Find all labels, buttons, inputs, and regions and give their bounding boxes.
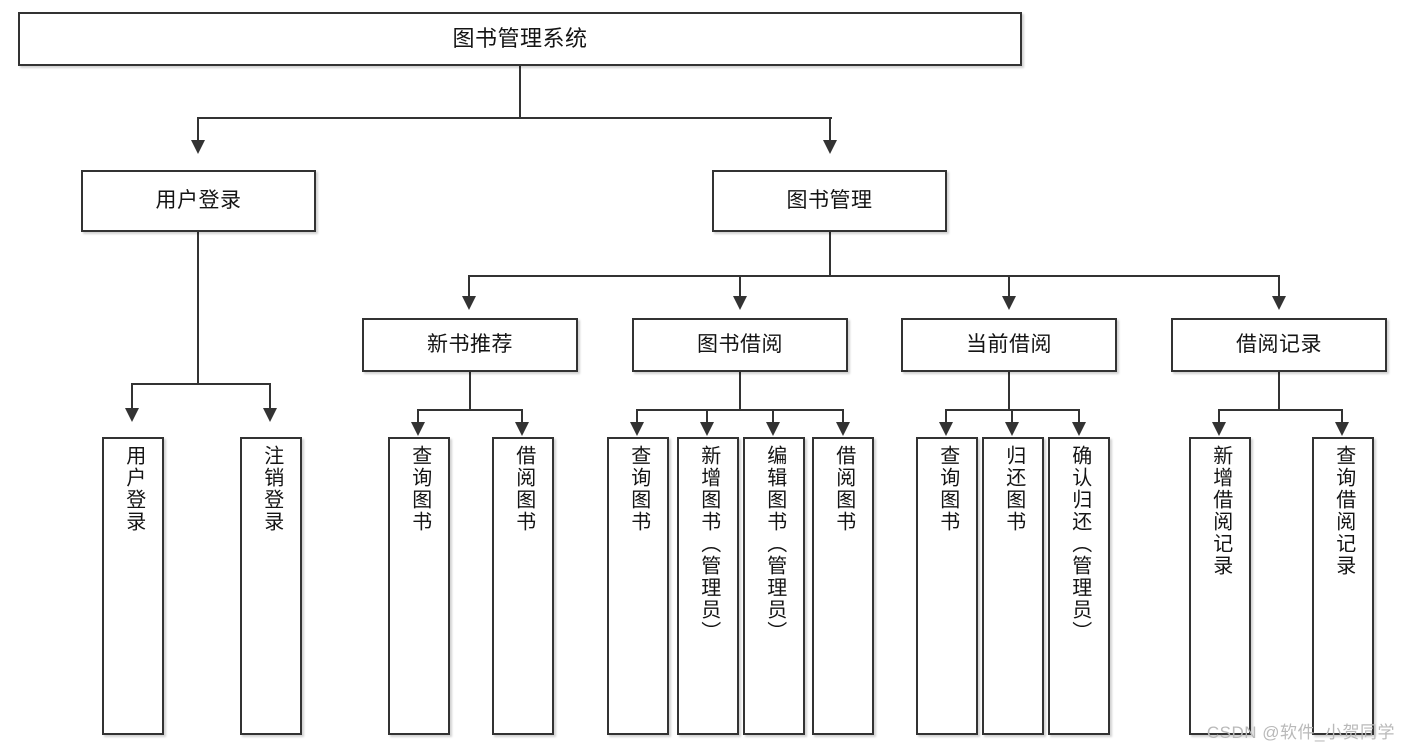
connector-drop-br-add [1218,409,1220,423]
connector-new-book-stem [469,372,471,410]
leaf-user-login[interactable]: 用户登录 [102,437,164,735]
connector-book-borrow-bus [637,409,843,411]
node-label: 借阅图书 [832,445,855,533]
node-label: 借阅记录 [1236,332,1322,356]
connector-root-bus [198,117,832,119]
arrow-book-borrow [733,296,747,310]
connector-drop-borrow-record [1278,275,1280,297]
node-user-login[interactable]: 用户登录 [81,170,316,232]
arrow-leaf-logout [263,408,277,422]
connector-drop-book-manage [829,117,831,141]
connector-drop-nb-borrow [521,409,523,423]
leaf-logout[interactable]: 注销登录 [240,437,302,735]
leaf-br-query-record[interactable]: 查询借阅记录 [1312,437,1374,735]
leaf-cb-query-book[interactable]: 查询图书 [916,437,978,735]
connector-drop-cb-query [945,409,947,423]
arrow-bb-add [700,422,714,436]
connector-book-manage-bus [469,275,1280,277]
node-label: 图书管理 [786,188,873,212]
connector-user-login-bus [132,383,270,385]
connector-drop-nb-query [417,409,419,423]
node-label: 查询图书 [408,445,431,533]
arrow-cb-return [1005,422,1019,436]
connector-drop-bb-query [636,409,638,423]
leaf-bb-edit-book-admin[interactable]: 编辑图书（管理员） [743,437,805,735]
connector-drop-leaf-user-login [131,383,133,409]
node-new-book-recommend[interactable]: 新书推荐 [362,318,578,372]
node-label: 确认归还（管理员） [1068,445,1091,643]
node-label: 用户登录 [122,445,145,533]
node-label: 用户登录 [155,188,242,212]
arrow-bb-borrow [836,422,850,436]
node-label: 查询图书 [627,445,650,533]
node-label: 当前借阅 [966,332,1052,356]
connector-drop-bb-add [706,409,708,423]
connector-drop-bb-borrow [842,409,844,423]
connector-current-borrow-stem [1008,372,1010,410]
arrow-user-login [191,140,205,154]
arrow-new-book [462,296,476,310]
leaf-bb-borrow-book[interactable]: 借阅图书 [812,437,874,735]
connector-new-book-bus [418,409,522,411]
node-label: 查询图书 [936,445,959,533]
connector-drop-leaf-logout [269,383,271,409]
node-borrow-record[interactable]: 借阅记录 [1171,318,1387,372]
connector-drop-new-book [468,275,470,297]
leaf-bb-add-book-admin[interactable]: 新增图书（管理员） [677,437,739,735]
connector-drop-cb-return [1011,409,1013,423]
node-book-borrow[interactable]: 图书借阅 [632,318,848,372]
node-label: 编辑图书（管理员） [763,445,786,643]
node-label: 归还图书 [1002,445,1025,533]
arrow-current-borrow [1002,296,1016,310]
node-label: 新增借阅记录 [1209,445,1232,577]
node-root-system[interactable]: 图书管理系统 [18,12,1022,66]
leaf-cb-confirm-return-admin[interactable]: 确认归还（管理员） [1048,437,1110,735]
arrow-leaf-user-login [125,408,139,422]
arrow-nb-query [411,422,425,436]
node-label: 注销登录 [260,445,283,533]
leaf-cb-return-book[interactable]: 归还图书 [982,437,1044,735]
connector-drop-book-borrow [739,275,741,297]
connector-drop-bb-edit [772,409,774,423]
connector-drop-br-query [1341,409,1343,423]
node-label: 新增图书（管理员） [697,445,720,643]
arrow-nb-borrow [515,422,529,436]
node-book-management[interactable]: 图书管理 [712,170,947,232]
connector-borrow-record-stem [1278,372,1280,410]
connector-drop-current-borrow [1008,275,1010,297]
node-label: 新书推荐 [427,332,513,356]
arrow-borrow-record [1272,296,1286,310]
connector-book-manage-stem [829,232,831,276]
connector-drop-user-login [197,117,199,141]
connector-drop-cb-confirm [1078,409,1080,423]
arrow-br-query [1335,422,1349,436]
connector-borrow-record-bus [1219,409,1343,411]
leaf-br-add-record[interactable]: 新增借阅记录 [1189,437,1251,735]
arrow-bb-edit [766,422,780,436]
arrow-book-manage [823,140,837,154]
arrow-cb-confirm [1072,422,1086,436]
leaf-bb-query-book[interactable]: 查询图书 [607,437,669,735]
node-label: 图书管理系统 [452,26,588,52]
node-label: 借阅图书 [512,445,535,533]
node-current-borrow[interactable]: 当前借阅 [901,318,1117,372]
leaf-nb-borrow-book[interactable]: 借阅图书 [492,437,554,735]
connector-root-stem [519,66,521,118]
leaf-nb-query-book[interactable]: 查询图书 [388,437,450,735]
connector-user-login-stem [197,232,199,384]
node-label: 查询借阅记录 [1332,445,1355,577]
arrow-cb-query [939,422,953,436]
arrow-bb-query [630,422,644,436]
arrow-br-add [1212,422,1226,436]
connector-book-borrow-stem [739,372,741,410]
node-label: 图书借阅 [697,332,783,356]
